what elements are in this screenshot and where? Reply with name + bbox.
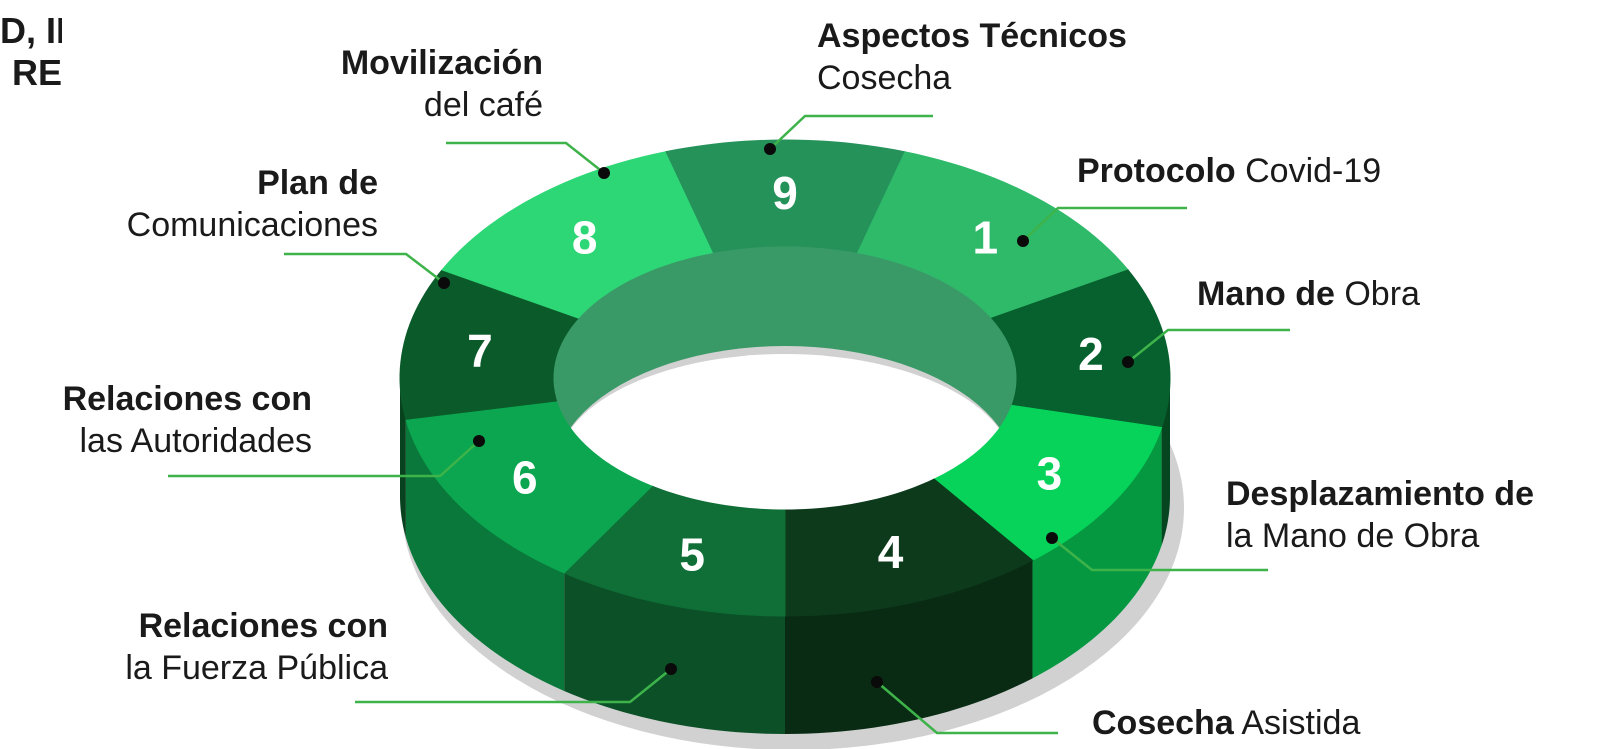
segment-number-4: 4 [878, 526, 904, 578]
label-7-bold: Plan de [257, 164, 378, 202]
leader-dot-6 [473, 435, 485, 447]
leader-line-3 [1051, 537, 1268, 572]
segment-number-5: 5 [679, 528, 705, 580]
leader-dot-3 [1046, 532, 1058, 544]
leader-dot-5 [665, 663, 677, 675]
label-6-normal: las Autoridades [79, 422, 313, 460]
side-wall-4 [785, 560, 1033, 734]
label-segment-8: Movilización del café [240, 42, 543, 126]
segment-number-2: 2 [1078, 328, 1104, 380]
label-segment-9: Aspectos Técnicos Cosecha [817, 15, 1127, 99]
label-9-bold: Aspectos Técnicos [817, 17, 1127, 55]
label-segment-7: Plan de Comunicaciones [30, 162, 378, 246]
leader-line-2 [1127, 328, 1290, 363]
corner-title-line2: RE [11, 52, 62, 93]
leader-dot-7 [438, 277, 450, 289]
label-segment-3: Desplazamiento de la Mano de Obra [1226, 473, 1534, 557]
label-1-normal: Covid-19 [1245, 152, 1382, 190]
corner-title-line1: D, II [0, 10, 62, 51]
label-1-bold: Protocolo [1077, 152, 1236, 190]
side-wall-3 [1032, 427, 1162, 679]
segment-number-6: 6 [512, 451, 538, 503]
side-wall-6 [405, 419, 565, 691]
corner-title: D, II RE [0, 10, 62, 94]
label-8-bold: Movilización [340, 44, 543, 82]
label-9-normal: Cosecha [817, 59, 952, 97]
leader-dot-9 [764, 143, 776, 155]
label-5-bold: Relaciones con [138, 607, 388, 645]
label-segment-5: Relaciones con la Fuerza Pública [40, 605, 388, 689]
segment-number-7: 7 [467, 325, 493, 377]
segment-number-1: 1 [973, 211, 999, 263]
label-2-bold: Mano de [1197, 275, 1335, 313]
leader-line-7 [284, 252, 445, 284]
label-segment-6: Relaciones con las Autoridades [0, 378, 312, 462]
segment-number-9: 9 [772, 167, 798, 219]
leader-line-5 [355, 668, 672, 704]
label-3-normal: la Mano de Obra [1226, 517, 1480, 555]
side-wall-7 [400, 378, 406, 538]
label-3-bold: Desplazamiento de [1226, 475, 1534, 513]
leader-line-1 [1022, 206, 1187, 242]
label-7-normal: Comunicaciones [126, 206, 378, 244]
leader-line-9 [769, 114, 933, 150]
leader-dot-8 [598, 167, 610, 179]
label-6-bold: Relaciones con [62, 380, 312, 418]
label-segment-1: Protocolo Covid-19 [1077, 150, 1381, 192]
label-4-bold: Cosecha [1092, 704, 1234, 742]
label-5-normal: la Fuerza Pública [125, 649, 388, 687]
segment-number-8: 8 [572, 211, 598, 263]
leader-dot-2 [1122, 356, 1134, 368]
leader-line-6 [168, 440, 480, 478]
leader-dot-1 [1017, 235, 1029, 247]
inner-wall [553, 246, 1017, 478]
side-wall-5 [564, 572, 785, 734]
side-wall-2 [1161, 378, 1170, 546]
segment-number-3: 3 [1037, 447, 1063, 499]
leader-line-4 [876, 681, 1058, 735]
label-4-normal: Asistida [1241, 704, 1361, 742]
label-segment-2: Mano de Obra [1197, 273, 1420, 315]
segment-top-9 [665, 139, 905, 254]
label-2-normal: Obra [1344, 275, 1420, 313]
leader-dot-4 [871, 676, 883, 688]
label-8-normal: del café [423, 86, 543, 124]
leader-line-8 [446, 141, 605, 174]
label-segment-4: Cosecha Asistida [1092, 702, 1360, 744]
